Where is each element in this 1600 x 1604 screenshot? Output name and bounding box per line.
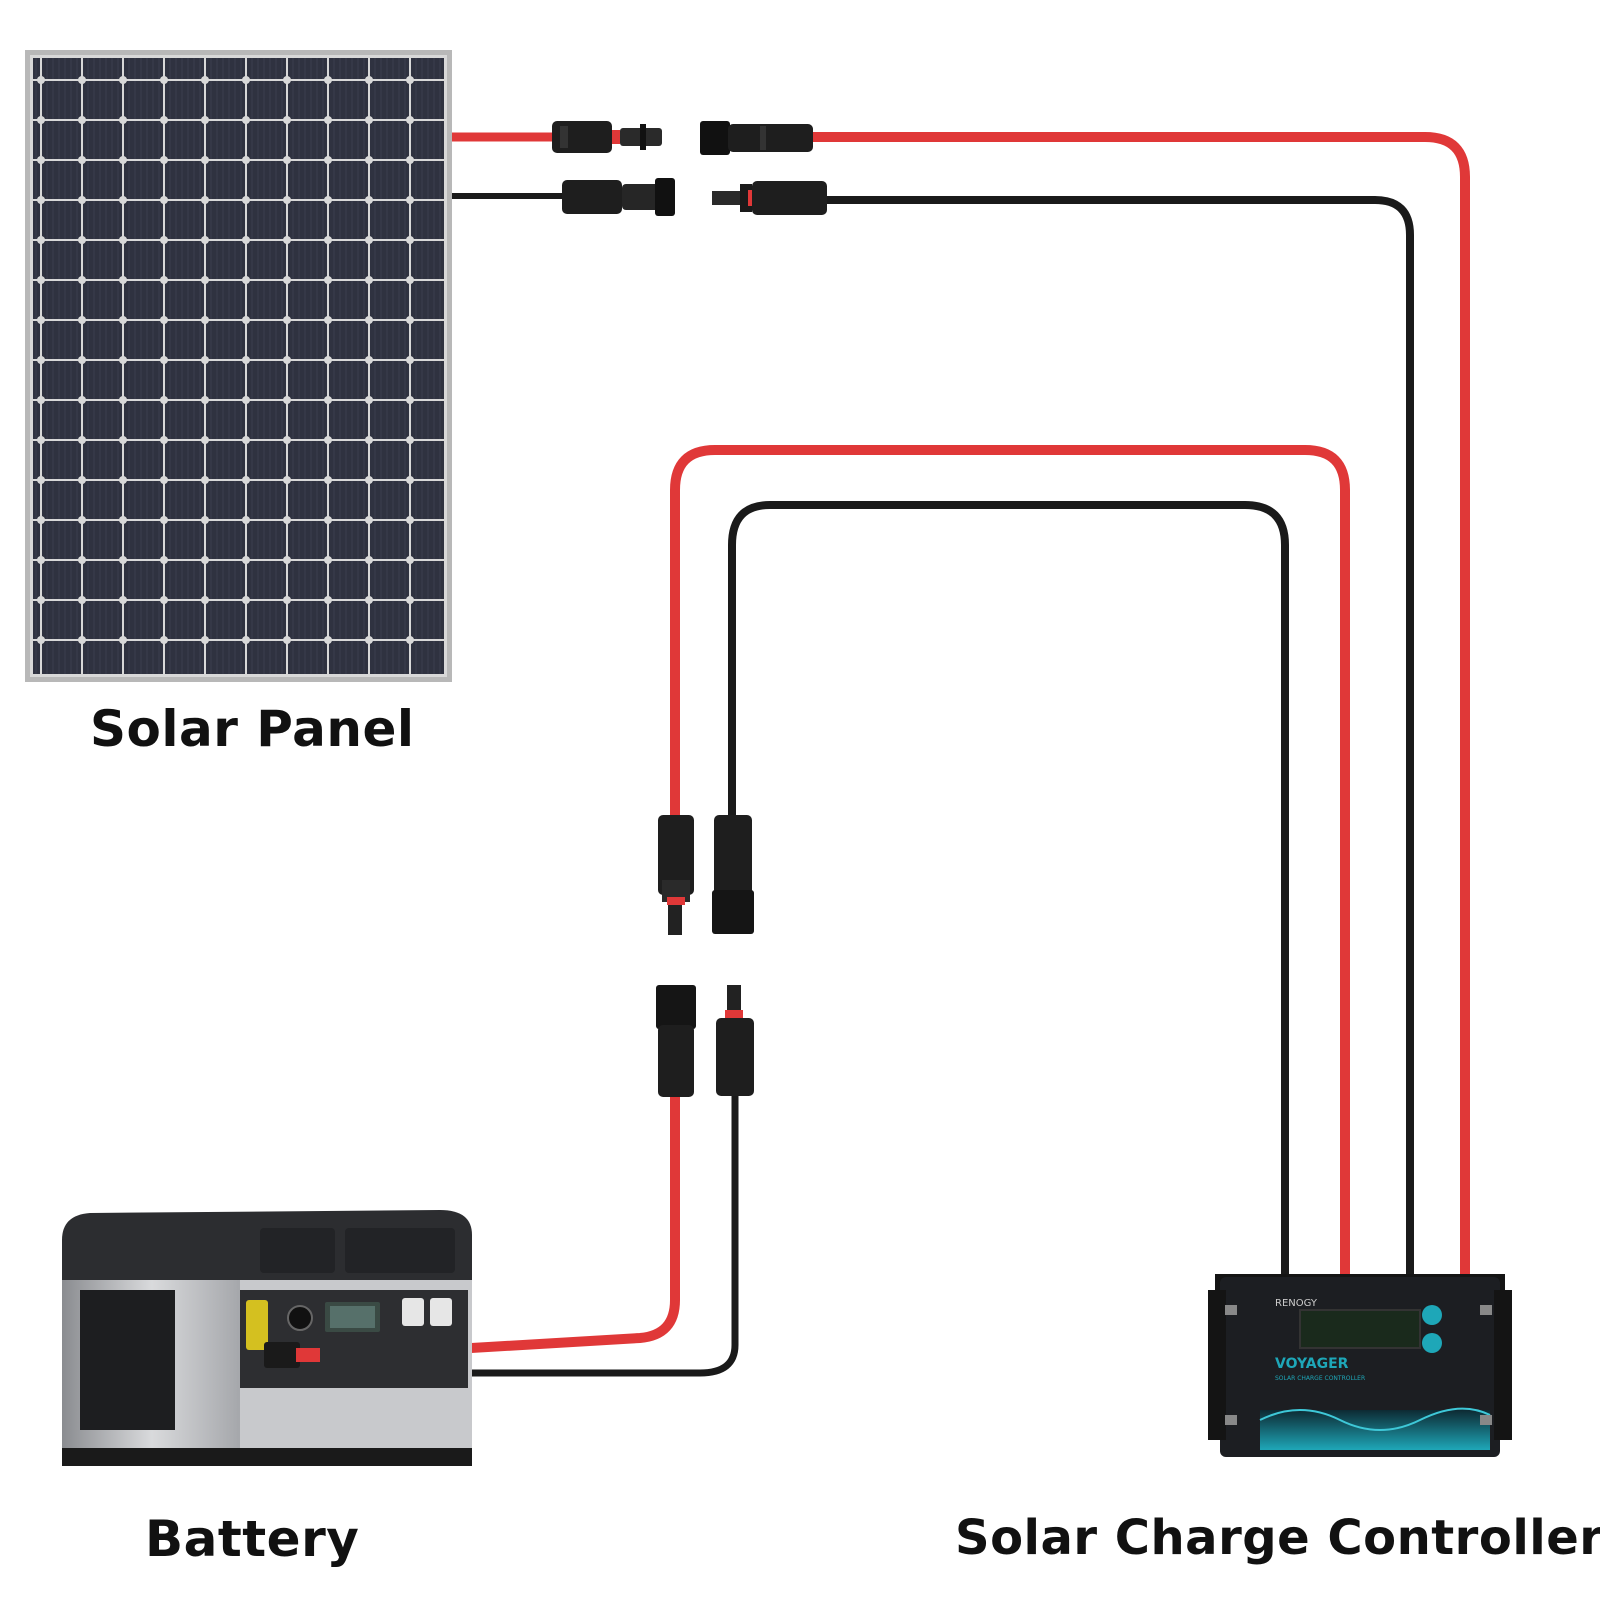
battery-unit: [62, 1210, 472, 1466]
battery-negative-wire-lower: [430, 1095, 739, 1377]
pv-positive-wire: [812, 132, 1470, 1275]
mc4-connector-battery-positive-upper: [658, 815, 694, 935]
mc4-connector-pv-positive: [700, 121, 813, 155]
controller-subtitle: SOLAR CHARGE CONTROLLER: [1275, 1375, 1365, 1382]
controller-model: VOYAGER: [1275, 1356, 1349, 1372]
controller-brand: RENOGY: [1275, 1298, 1318, 1309]
battery-positive-wire-lower: [319, 1095, 680, 1362]
solar-charge-controller: RENOGY VOYAGER SOLAR CHARGE CONTROLLER: [1208, 1274, 1512, 1457]
battery-label: Battery: [145, 1510, 360, 1568]
solar-panel-label: Solar Panel: [90, 700, 415, 758]
mc4-connector-battery-negative-upper: [712, 815, 754, 934]
battery-positive-wire-upper: [670, 445, 1350, 1275]
battery-negative-wire-upper: [728, 501, 1289, 1275]
mc4-connector-pv-negative: [712, 181, 827, 215]
pv-negative-wire: [825, 196, 1414, 1275]
mc4-connector-battery-negative-lower: [716, 985, 754, 1096]
solar-panel: [25, 50, 452, 682]
mc4-connector-battery-positive-lower: [656, 985, 696, 1097]
mc4-connector-panel-positive: [552, 121, 662, 153]
solar-charge-controller-label: Solar Charge Controller: [955, 1510, 1600, 1566]
mc4-connector-panel-negative: [562, 178, 675, 216]
